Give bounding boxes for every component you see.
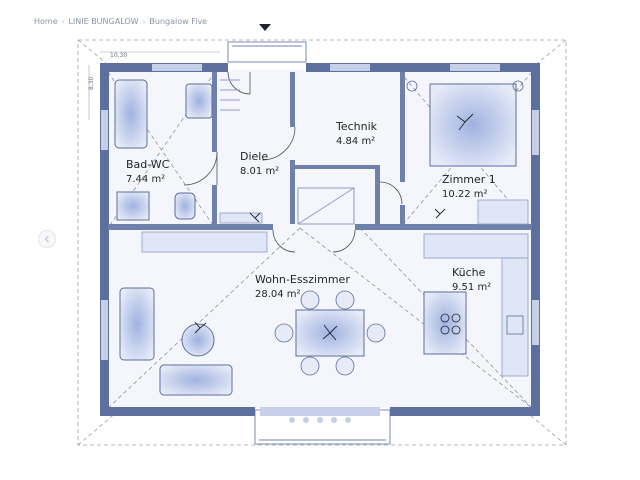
bed [406,80,524,167]
kitchen-counters [423,233,529,377]
toilet [174,192,196,220]
room-name-zimmer1: Zimmer 1 [442,173,496,186]
bathtub [114,79,148,149]
wardrobe [477,199,529,225]
depth-dimension: 8,30 [88,76,95,90]
prev-image-button[interactable] [38,230,56,248]
room-area-bad-wc: 7.44 m² [126,174,165,185]
room-area-wohn-ess: 28.04 m² [255,289,301,300]
room-area-technik: 4.84 m² [336,136,375,147]
plant-icon [194,113,474,341]
interior-walls [108,72,532,230]
breadcrumb-home[interactable]: Home [34,17,58,26]
terrace-steps [289,417,351,423]
doors [183,71,403,253]
dimension-lines [88,51,220,120]
side-table [181,323,215,357]
room-name-technik: Technik [335,120,378,133]
width-dimension: 10,30 [110,52,127,59]
breadcrumb-separator-icon: › [61,17,65,26]
down-triangle-icon [259,24,271,31]
breadcrumb: Home › LINIE BUNGALOW › Bungalow Five [34,17,207,26]
shower [116,191,150,221]
breadcrumb-separator-icon: › [142,17,146,26]
chevron-left-icon [44,235,49,243]
room-name-wohn-ess: Wohn-Esszimmer [255,273,350,286]
room-area-kueche: 9.51 m² [452,282,491,293]
washbasin [185,83,213,119]
room-name-diele: Diele [240,150,268,163]
sofa [119,287,233,396]
entrance-canopy [227,41,307,63]
room-area-zimmer1: 10.22 m² [442,189,488,200]
breadcrumb-line[interactable]: LINIE BUNGALOW [68,17,139,26]
hall-cabinets [141,212,268,253]
room-name-kueche: Küche [452,266,486,279]
room-name-bad-wc: Bad-WC [126,158,170,171]
windows [101,64,539,416]
hall-closet [220,79,355,225]
breadcrumb-current: Bungalow Five [149,17,208,26]
room-area-diele: 8.01 m² [240,166,279,177]
